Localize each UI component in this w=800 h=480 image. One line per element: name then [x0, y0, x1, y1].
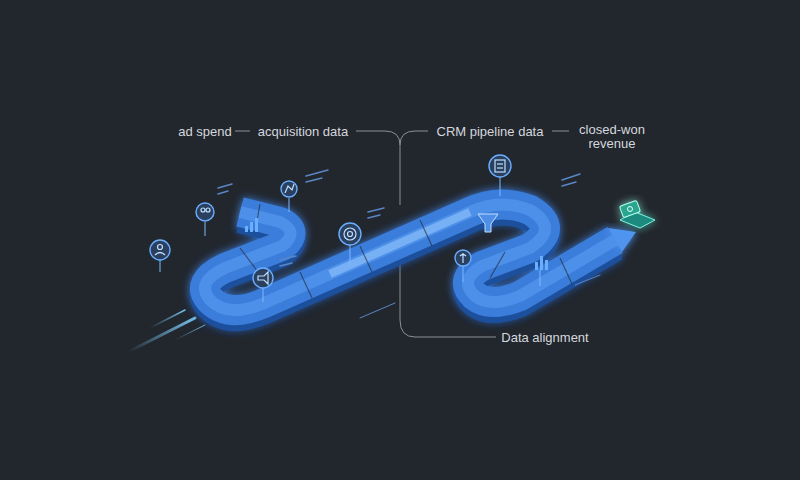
stage-label: CRM pipeline data: [434, 124, 547, 139]
stage-label: Data alignment: [498, 330, 591, 345]
speed-streaks: [128, 310, 205, 352]
icon-badges: [150, 155, 511, 288]
stage-label: closed-won revenue: [569, 122, 655, 152]
pin-lines: [160, 176, 540, 302]
funnel-icon: [478, 214, 498, 232]
icon-glyphs: [155, 160, 505, 284]
stage-label: ad spend: [175, 124, 235, 139]
bar-icons: [245, 218, 548, 270]
revenue-icon: [619, 200, 655, 228]
stage-label: acquisition data: [255, 124, 351, 139]
road-arrowhead: [608, 228, 636, 252]
road-path: [205, 204, 615, 316]
info-ticks: [218, 170, 600, 318]
road-seams: [240, 204, 572, 298]
